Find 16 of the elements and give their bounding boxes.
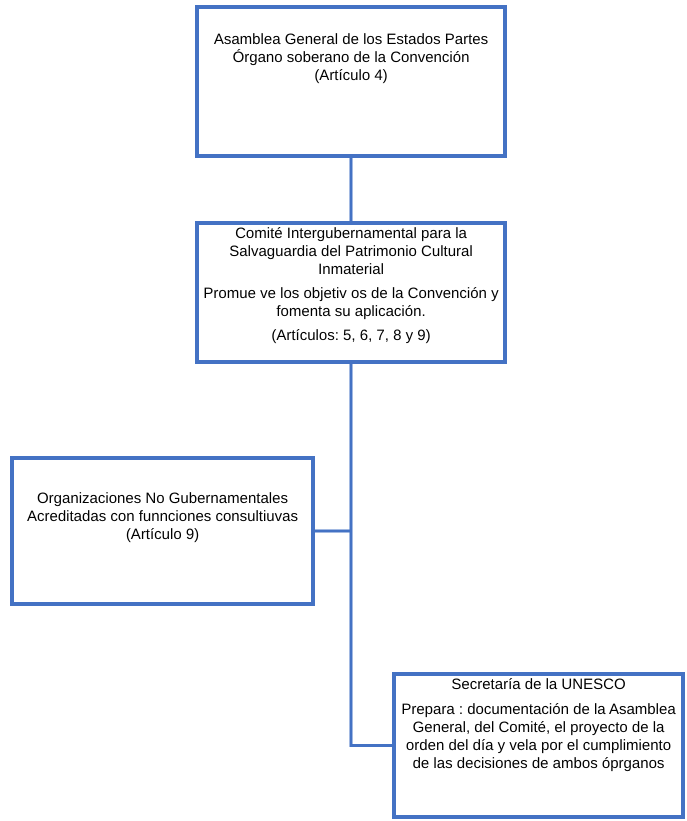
box-text: Prepara : documentación de la Asamblea General, del Comité, el proyecto de la orden del día y vela por el cumplimiento de las decisiones de ambos óprganos (400, 701, 677, 773)
org-box (392, 672, 685, 819)
box-text: (Artículos: 5, 6, 7, 8 y 9) (271, 327, 431, 345)
box-text: Promue ve los objetiv os de la Convención y fomenta su aplicación. (203, 285, 499, 321)
connector-line (350, 364, 392, 747)
connector-line (350, 158, 352, 221)
box-text: (Artículo 4) (314, 67, 388, 85)
org-box (195, 5, 507, 158)
box-text: Órgano soberano de la Convención (232, 49, 470, 67)
org-box (10, 456, 315, 606)
box-title: Secretaría de la UNESCO (451, 676, 626, 694)
box-title: Asamblea General de los Estados Partes (214, 31, 488, 49)
org-box (195, 221, 507, 364)
box-title: Comité Intergubernamental para la Salvaguardia del Patrimonio Cultural Inmaterial (228, 225, 474, 279)
box-text: (Artículo 9) (126, 526, 200, 544)
box-title: Organizaciones No Gubernamentales Acreditadas con funnciones consultiuvas (26, 490, 299, 526)
